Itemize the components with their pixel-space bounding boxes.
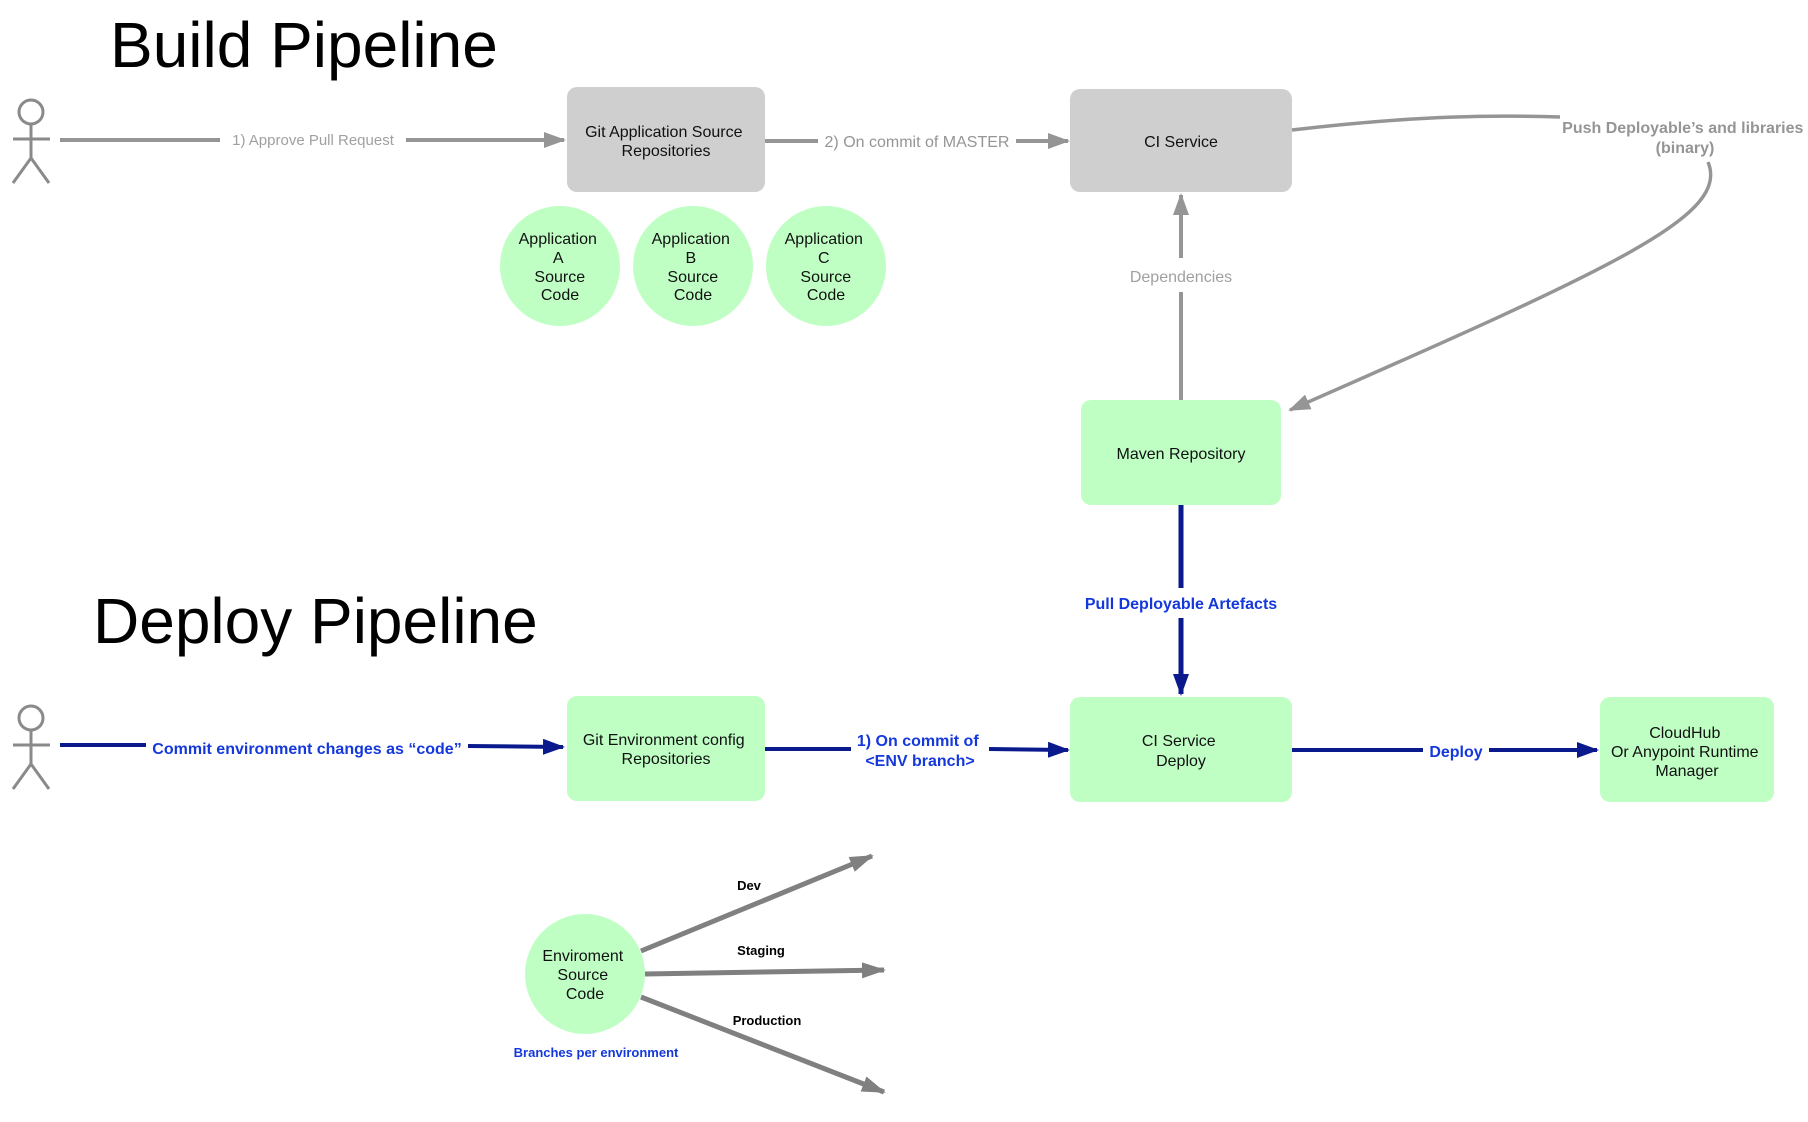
branch-dev-label: Dev <box>737 878 762 893</box>
svg-text:Enviroment Source: Enviroment Source Code <box>542 948 627 1003</box>
push-deployables-arrow: Push Deployable’s and libraries (binary) <box>1288 114 1808 412</box>
svg-text:Push Deployable’s and librarie: Push Deployable’s and libraries (binary) <box>1562 120 1808 157</box>
commit-env-branch-arrow: 1) On commit of <ENV branch> <box>765 733 1070 770</box>
ci-deploy-line1: CI Service <box>1142 733 1216 750</box>
env-source-line2: Source <box>557 967 608 984</box>
commit-environment-label: Commit environment changes as “code” <box>152 741 461 758</box>
maven-repository-box[interactable]: Maven Repository <box>1081 400 1281 505</box>
svg-text:Application B Sour: Application B Source Code <box>652 231 735 304</box>
app-c-line3: Source <box>800 269 851 286</box>
cloudhub-line3: Manager <box>1655 763 1719 780</box>
app-b-line2: B <box>685 250 696 267</box>
svg-text:Application C Sour: Application C Source Code <box>785 231 868 304</box>
app-b-line1: Application <box>652 231 730 248</box>
cloudhub-line2: Or Anypoint Runtime <box>1611 744 1759 761</box>
dependencies-label: Dependencies <box>1130 269 1232 286</box>
git-app-repos-line1: Git Application Source <box>585 124 743 141</box>
ci-deploy-line2: Deploy <box>1156 753 1206 770</box>
maven-repository-label: Maven Repository <box>1117 446 1246 463</box>
branches-caption: Branches per environment <box>514 1045 679 1060</box>
application-a-source-circle[interactable]: Application A Source Code <box>500 206 620 326</box>
svg-text:1) On commit of <ENV bra: 1) On commit of <ENV branch> <box>857 733 983 770</box>
commit-branch-line1: 1) On commit of <box>857 733 979 750</box>
cloudhub-box[interactable]: CloudHub Or Anypoint Runtime Manager <box>1600 697 1774 802</box>
approve-pull-request-arrow: 1) Approve Pull Request <box>60 132 566 149</box>
branch-production-label: Production <box>733 1013 802 1028</box>
branch-production-arrow: Production <box>640 994 886 1095</box>
deploy-actor-icon <box>11 704 51 790</box>
svg-text:Git Application Source R: Git Application Source Repositories <box>585 124 747 160</box>
app-a-line2: A <box>553 250 564 267</box>
cloudhub-line1: CloudHub <box>1649 725 1720 742</box>
application-b-source-circle[interactable]: Application B Source Code <box>633 206 753 326</box>
application-c-source-circle[interactable]: Application C Source Code <box>766 206 886 326</box>
pull-deployable-artefacts-label: Pull Deployable Artefacts <box>1085 596 1277 613</box>
svg-text:Application A Sour: Application A Source Code <box>519 231 602 304</box>
app-a-line3: Source <box>534 269 585 286</box>
actor-icon <box>11 98 51 184</box>
deploy-pipeline-title: Deploy Pipeline <box>93 585 538 657</box>
env-source-line3: Code <box>566 986 604 1003</box>
branch-staging-arrow: Staging <box>644 943 886 979</box>
app-c-line2: C <box>818 250 830 267</box>
app-c-line4: Code <box>807 287 845 304</box>
git-environment-repositories-box[interactable]: Git Environment config Repositories <box>567 696 765 801</box>
git-application-repositories-box[interactable]: Git Application Source Repositories <box>567 87 765 192</box>
commit-branch-line2: <ENV branch> <box>865 753 974 770</box>
app-a-line1: Application <box>519 231 597 248</box>
ci-service-deploy-box[interactable]: CI Service Deploy <box>1070 697 1292 802</box>
push-label-line1: Push Deployable’s and libraries <box>1562 120 1803 137</box>
ci-service-label: CI Service <box>1144 134 1218 151</box>
pull-deployable-artefacts-arrow: Pull Deployable Artefacts <box>1085 505 1277 696</box>
env-source-line1: Enviroment <box>542 948 623 965</box>
svg-text:Git Environment config R: Git Environment config Repositories <box>583 732 749 768</box>
commit-master-arrow: 2) On commit of MASTER <box>765 133 1070 151</box>
svg-text:CloudHub Or Anypoint Run: CloudHub Or Anypoint Runtime Manager <box>1611 725 1763 780</box>
git-app-repos-line2: Repositories <box>622 143 711 160</box>
git-env-repos-line2: Repositories <box>622 751 711 768</box>
push-label-line2: (binary) <box>1656 140 1715 157</box>
commit-master-label: 2) On commit of MASTER <box>825 134 1010 151</box>
build-pipeline-title: Build Pipeline <box>110 9 498 81</box>
app-a-line4: Code <box>541 287 579 304</box>
ci-service-box[interactable]: CI Service <box>1070 89 1292 192</box>
app-c-line1: Application <box>785 231 863 248</box>
dependencies-arrow: Dependencies <box>1130 193 1232 400</box>
branch-staging-label: Staging <box>737 943 785 958</box>
deploy-arrow: Deploy <box>1292 742 1599 761</box>
environment-source-circle[interactable]: Enviroment Source Code <box>525 914 645 1034</box>
branch-dev-arrow: Dev <box>640 853 874 954</box>
app-b-line4: Code <box>674 287 712 304</box>
git-env-repos-line1: Git Environment config <box>583 732 745 749</box>
app-b-line3: Source <box>667 269 718 286</box>
commit-environment-arrow: Commit environment changes as “code” <box>60 738 565 758</box>
deploy-label: Deploy <box>1429 744 1482 761</box>
svg-text:CI Service Deploy: CI Service Deploy <box>1142 733 1220 770</box>
approve-pull-request-label: 1) Approve Pull Request <box>232 132 395 149</box>
